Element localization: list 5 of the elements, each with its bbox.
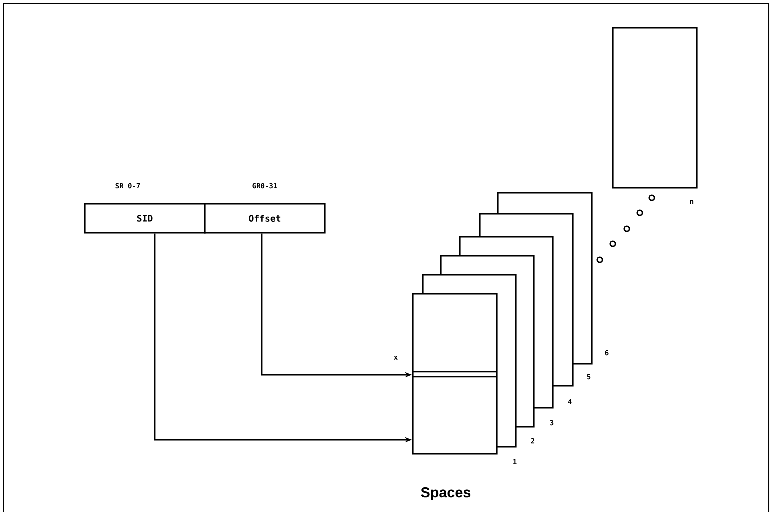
space-page [412, 293, 498, 455]
space-page [612, 27, 698, 189]
register-field: Offset [204, 203, 326, 234]
caption: Spaces [421, 487, 471, 501]
register-field: SID [84, 203, 206, 234]
